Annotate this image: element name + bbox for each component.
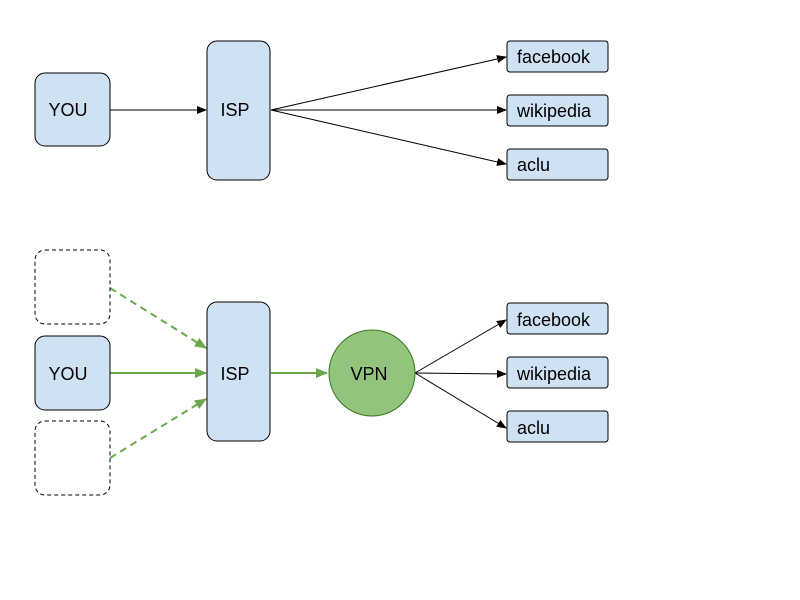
bottom-site-aclu-label: aclu — [517, 418, 550, 438]
bottom-other-user-2-box — [34, 420, 111, 496]
bottom-site-wikipedia: wikipedia — [506, 356, 609, 389]
bottom-vpn-to-facebook-arrow — [414, 319, 507, 374]
top-site-facebook-label: facebook — [517, 47, 591, 67]
bottom-you-label: YOU — [48, 364, 87, 384]
top-you-node: YOU — [34, 72, 111, 147]
bottom-vpn-to-aclu-arrow — [414, 372, 507, 429]
bottom-other-user-1-to-isp-arrow — [109, 287, 207, 349]
bottom-you-node: YOU — [34, 335, 111, 411]
top-site-aclu: aclu — [506, 148, 609, 181]
bottom-vpn-label: VPN — [350, 364, 387, 384]
top-site-wikipedia-label: wikipedia — [516, 101, 592, 121]
top-isp-label: ISP — [220, 100, 249, 120]
bottom-vpn-to-wikipedia-arrow — [414, 369, 507, 378]
bottom-site-wikipedia-label: wikipedia — [516, 364, 592, 384]
bottom-site-facebook-label: facebook — [517, 310, 591, 330]
top-diagram: YOU ISP facebook wikipedia aclu — [34, 40, 609, 181]
bottom-site-facebook: facebook — [506, 302, 609, 335]
top-you-label: YOU — [48, 100, 87, 120]
bottom-other-user-1-box — [34, 249, 111, 325]
top-site-wikipedia: wikipedia — [506, 94, 609, 127]
bottom-isp-node: ISP — [206, 301, 271, 442]
top-site-facebook: facebook — [506, 40, 609, 73]
bottom-other-user-2-to-isp-arrow — [109, 398, 207, 459]
top-isp-to-facebook-arrow — [270, 55, 507, 111]
top-isp-to-aclu-arrow — [270, 109, 507, 166]
bottom-site-aclu: aclu — [506, 410, 609, 443]
top-isp-node: ISP — [206, 40, 271, 181]
top-site-aclu-label: aclu — [517, 155, 550, 175]
bottom-isp-label: ISP — [220, 364, 249, 384]
bottom-vpn-node: VPN — [328, 329, 416, 417]
bottom-diagram: YOU ISP VPN facebook wikipedia aclu — [34, 249, 609, 496]
